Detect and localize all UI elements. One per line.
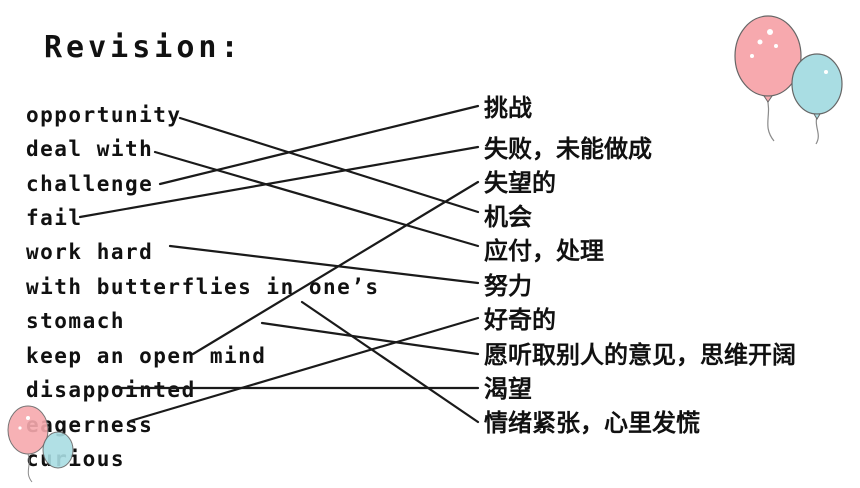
english-term-deal-with: deal with xyxy=(26,137,154,161)
english-term-opportunity: opportunity xyxy=(26,103,182,127)
match-line-challenge xyxy=(158,104,480,186)
match-line-opportunity xyxy=(178,116,480,214)
balloons-decoration-bottom xyxy=(2,400,92,488)
match-line-deal-with xyxy=(153,150,480,248)
match-line-fail xyxy=(78,145,480,219)
match-line-eagerness xyxy=(128,316,480,423)
english-term-curious: curious xyxy=(26,447,126,471)
match-line-work-hard xyxy=(168,244,480,285)
chinese-meaning-deal-with: 应付，处理 xyxy=(484,237,604,265)
chinese-meaning-fail: 失败，未能做成 xyxy=(484,135,652,163)
match-line-open-mind xyxy=(191,180,480,356)
match-line-butterflies xyxy=(300,300,480,424)
balloons-decoration-top xyxy=(722,6,852,150)
chinese-meaning-disappointed: 失望的 xyxy=(484,169,556,197)
blue-balloon-icon xyxy=(791,53,843,115)
english-term-stomach: stomach xyxy=(26,309,126,333)
pink-balloon-small-icon xyxy=(7,405,49,455)
english-term-open-mind: keep an open mind xyxy=(26,344,267,368)
chinese-meaning-challenge: 挑战 xyxy=(484,94,532,122)
pink-balloon-icon xyxy=(734,15,802,97)
chinese-meaning-open-mind: 愿听取别人的意见，思维开阔 xyxy=(484,341,796,369)
english-term-challenge: challenge xyxy=(26,172,154,196)
english-term-work-hard: work hard xyxy=(26,240,154,264)
match-line-stomach xyxy=(260,321,480,356)
chinese-meaning-work-hard: 努力 xyxy=(484,272,532,300)
chinese-meaning-curious: 好奇的 xyxy=(484,306,556,334)
english-term-disappointed: disappointed xyxy=(26,378,196,402)
blue-balloon-small-icon xyxy=(42,431,74,469)
slide-title: Revision: xyxy=(44,30,243,65)
chinese-meaning-opportunity: 机会 xyxy=(484,203,532,231)
chinese-meaning-eagerness: 渴望 xyxy=(484,375,532,403)
english-term-fail: fail xyxy=(26,206,83,230)
chinese-meaning-butterflies: 情绪紧张，心里发慌 xyxy=(484,409,700,437)
